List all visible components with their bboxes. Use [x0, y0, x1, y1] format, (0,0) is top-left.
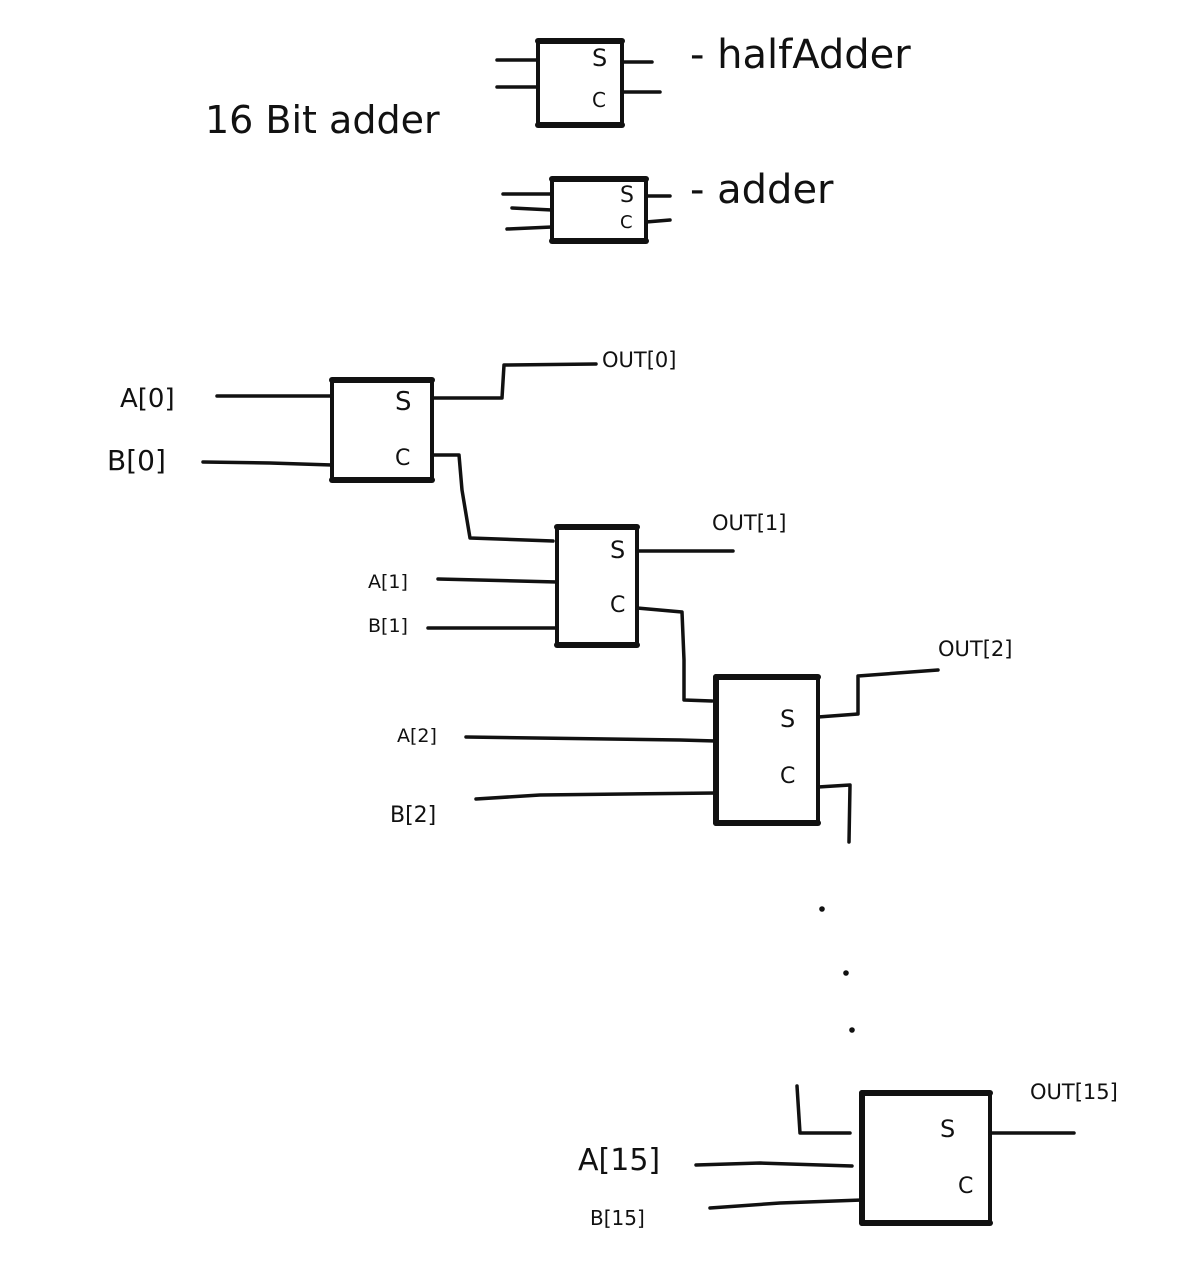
- stage-2-full-adder: S C A[2] B[2] OUT[2]: [390, 637, 1012, 844]
- stage-0-b-label: B[0]: [107, 444, 166, 477]
- stage-15-box: [860, 1091, 992, 1225]
- legend-full-adder: S C - adder: [501, 167, 834, 244]
- stage-2-carry-out-wire: [816, 783, 852, 844]
- stage-1-full-adder: S C A[1] B[1] OUT[1]: [368, 511, 786, 703]
- stage-15-a-label: A[15]: [578, 1143, 660, 1178]
- stage-15-s-port: S: [940, 1115, 955, 1143]
- legend-full-adder-c-port: C: [620, 212, 633, 233]
- legend-half-adder-s-port: S: [592, 44, 607, 72]
- stage-2-b-label: B[2]: [390, 803, 436, 828]
- stage-2-a-wire: [464, 735, 718, 743]
- stage-15-a-wire: [694, 1161, 854, 1168]
- stage-15-b-wire: [708, 1198, 864, 1210]
- carry-0-to-1-wire: [430, 453, 555, 543]
- stage-0-s-port: S: [395, 387, 412, 417]
- stage-1-c-port: C: [610, 593, 625, 618]
- ellipsis-dot: [849, 1027, 855, 1033]
- stage-1-a-wire: [436, 577, 559, 584]
- legend-half-adder-label: - halfAdder: [690, 32, 911, 78]
- stage-0-out-label: OUT[0]: [602, 348, 676, 372]
- continuation-ellipsis: [819, 906, 855, 1033]
- carry-1-to-2-wire: [635, 606, 714, 703]
- stage-1-a-label: A[1]: [368, 571, 408, 593]
- legend-full-adder-output-c: [644, 218, 672, 224]
- stage-15-b-label: B[15]: [590, 1206, 645, 1230]
- legend-full-adder-input-cin: [505, 225, 554, 231]
- stage-1-s-port: S: [610, 536, 625, 564]
- diagram-title: 16 Bit adder: [205, 98, 440, 142]
- stage-0-c-port: C: [395, 446, 410, 471]
- legend-half-adder-c-port: C: [592, 88, 606, 112]
- legend-half-adder: S C - halfAdder: [495, 32, 911, 128]
- stage-0-half-adder: S C A[0] B[0] OUT[0]: [107, 348, 676, 543]
- stage-1-b-label: B[1]: [368, 615, 408, 637]
- stage-2-sum-wire: [816, 668, 940, 719]
- stage-15-carry-in-wire: [795, 1084, 852, 1135]
- stage-15-full-adder: S C A[15] B[15] OUT[15]: [578, 1080, 1118, 1230]
- stage-0-box: [330, 378, 434, 482]
- stage-2-b-wire: [474, 791, 718, 801]
- legend-half-adder-box: [536, 39, 624, 127]
- stage-0-sum-wire: [430, 362, 598, 400]
- legend-full-adder-s-port: S: [620, 183, 634, 208]
- stage-2-a-label: A[2]: [397, 725, 437, 747]
- stage-15-out-label: OUT[15]: [1030, 1080, 1118, 1104]
- ellipsis-dot: [843, 970, 849, 976]
- stage-0-b-wire: [201, 460, 334, 467]
- stage-1-out-label: OUT[1]: [712, 511, 786, 535]
- stage-0-a-label: A[0]: [120, 384, 175, 414]
- stage-15-c-port: C: [958, 1174, 973, 1199]
- stage-2-c-port: C: [780, 764, 795, 789]
- ellipsis-dot: [819, 906, 825, 912]
- stage-2-s-port: S: [780, 705, 795, 733]
- stage-2-box: [714, 675, 820, 825]
- stage-2-out-label: OUT[2]: [938, 637, 1012, 661]
- legend-full-adder-input-b: [510, 206, 554, 212]
- legend-full-adder-label: - adder: [690, 167, 834, 213]
